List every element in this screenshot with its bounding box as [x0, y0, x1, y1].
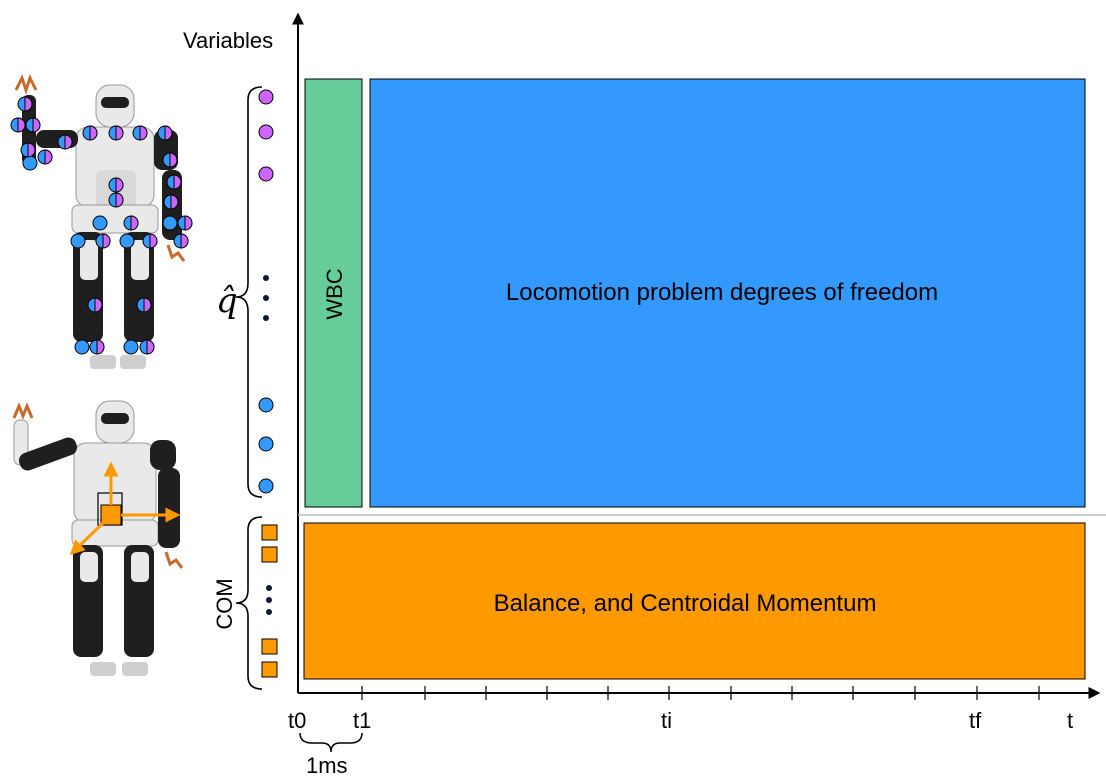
q-marker-blue	[258, 436, 274, 452]
interval-label: 1ms	[306, 753, 348, 778]
tick-label-tf: tf	[969, 708, 982, 733]
com-ellipsis-icon	[266, 585, 272, 615]
humanoid-robot-joints-icon	[10, 74, 193, 369]
y-axis-label: Variables	[183, 28, 273, 53]
q-marker-purple	[258, 124, 274, 140]
q-marker-purple	[258, 89, 274, 105]
x-ticks	[361, 686, 1040, 700]
q-marker-blue	[258, 478, 274, 494]
com-marker	[261, 524, 278, 541]
com-group-label: COM	[212, 578, 237, 629]
balance-block	[303, 522, 1086, 680]
q-markers	[258, 89, 274, 494]
balance-label: Balance, and Centroidal Momentum	[494, 590, 877, 617]
humanoid-robot-com-icon	[12, 400, 184, 676]
com-group-brace	[235, 516, 263, 690]
locomotion-label: Locomotion problem degrees of freedom	[506, 279, 938, 306]
q-ellipsis-icon	[263, 275, 269, 321]
locomotion-block	[369, 78, 1086, 508]
tick-label-t1: t1	[353, 708, 371, 733]
com-box-icon	[100, 504, 122, 526]
q-marker-blue	[258, 397, 274, 413]
com-marker	[261, 638, 278, 655]
tick-label-ti: ti	[661, 708, 672, 733]
com-marker	[261, 546, 278, 563]
q-group-brace	[235, 86, 263, 498]
q-group-label: q̂	[216, 281, 238, 321]
wbc-label: WBC	[322, 268, 347, 319]
com-markers	[261, 524, 278, 678]
tick-label-t0: t0	[288, 708, 306, 733]
tick-label-t: t	[1067, 708, 1073, 733]
com-marker	[261, 661, 278, 678]
interval-brace	[299, 732, 363, 753]
wbc-block	[304, 78, 363, 508]
q-marker-purple	[258, 166, 274, 182]
